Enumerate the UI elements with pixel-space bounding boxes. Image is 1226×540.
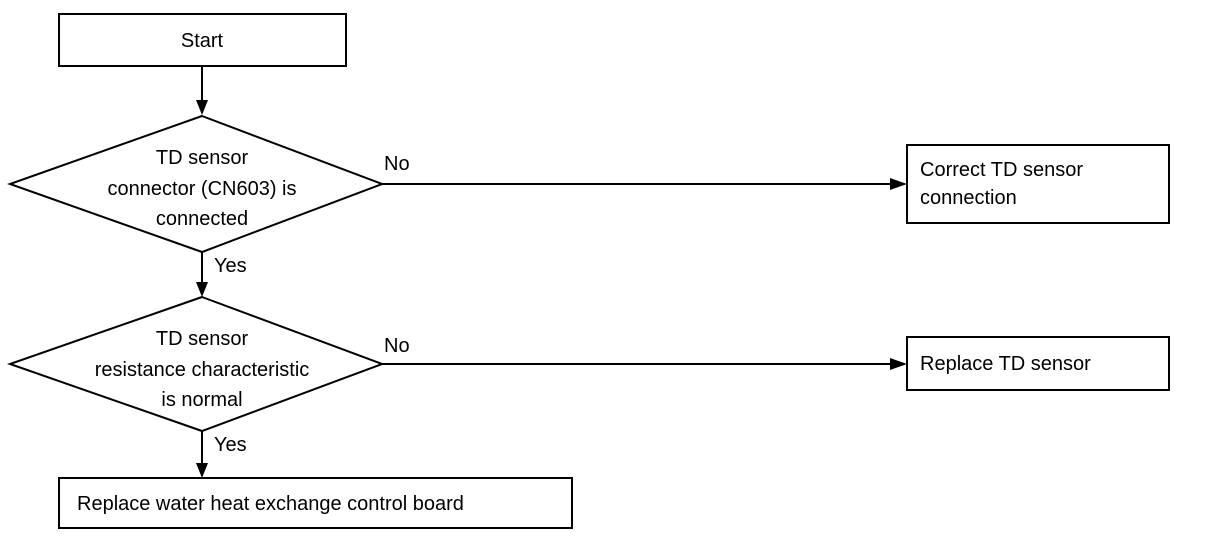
decision2-line1: TD sensor [156,328,249,350]
decision1-yes-label: Yes [214,255,247,277]
decision2-yes-label: Yes [214,434,247,456]
action1-line1: Correct TD sensor [920,159,1083,181]
decision1-line3: connected [156,208,248,230]
arrowhead-start-to-decision1 [196,100,208,115]
decision1-line1: TD sensor [156,147,249,169]
decision2-no-label: No [384,335,410,357]
start-label: Start [181,30,224,52]
action-correct-connection-box [906,144,1170,224]
final-replace-board-box [58,477,573,529]
action2-line1: Replace TD sensor [920,353,1091,375]
decision2-line2: resistance characteristic [95,359,310,381]
final-label: Replace water heat exchange control boar… [77,493,464,515]
arrowhead-decision2-no [890,358,907,370]
arrowhead-decision1-no [890,178,907,190]
action-replace-sensor-box [906,336,1170,391]
decision2-line3: is normal [161,389,242,411]
arrowhead-decision2-yes [196,463,208,478]
action1-line2: connection [920,187,1017,209]
arrowhead-decision1-yes [196,282,208,297]
start-box [58,13,347,67]
decision1-line2: connector (CN603) is [108,178,297,200]
decision1-no-label: No [384,153,410,175]
